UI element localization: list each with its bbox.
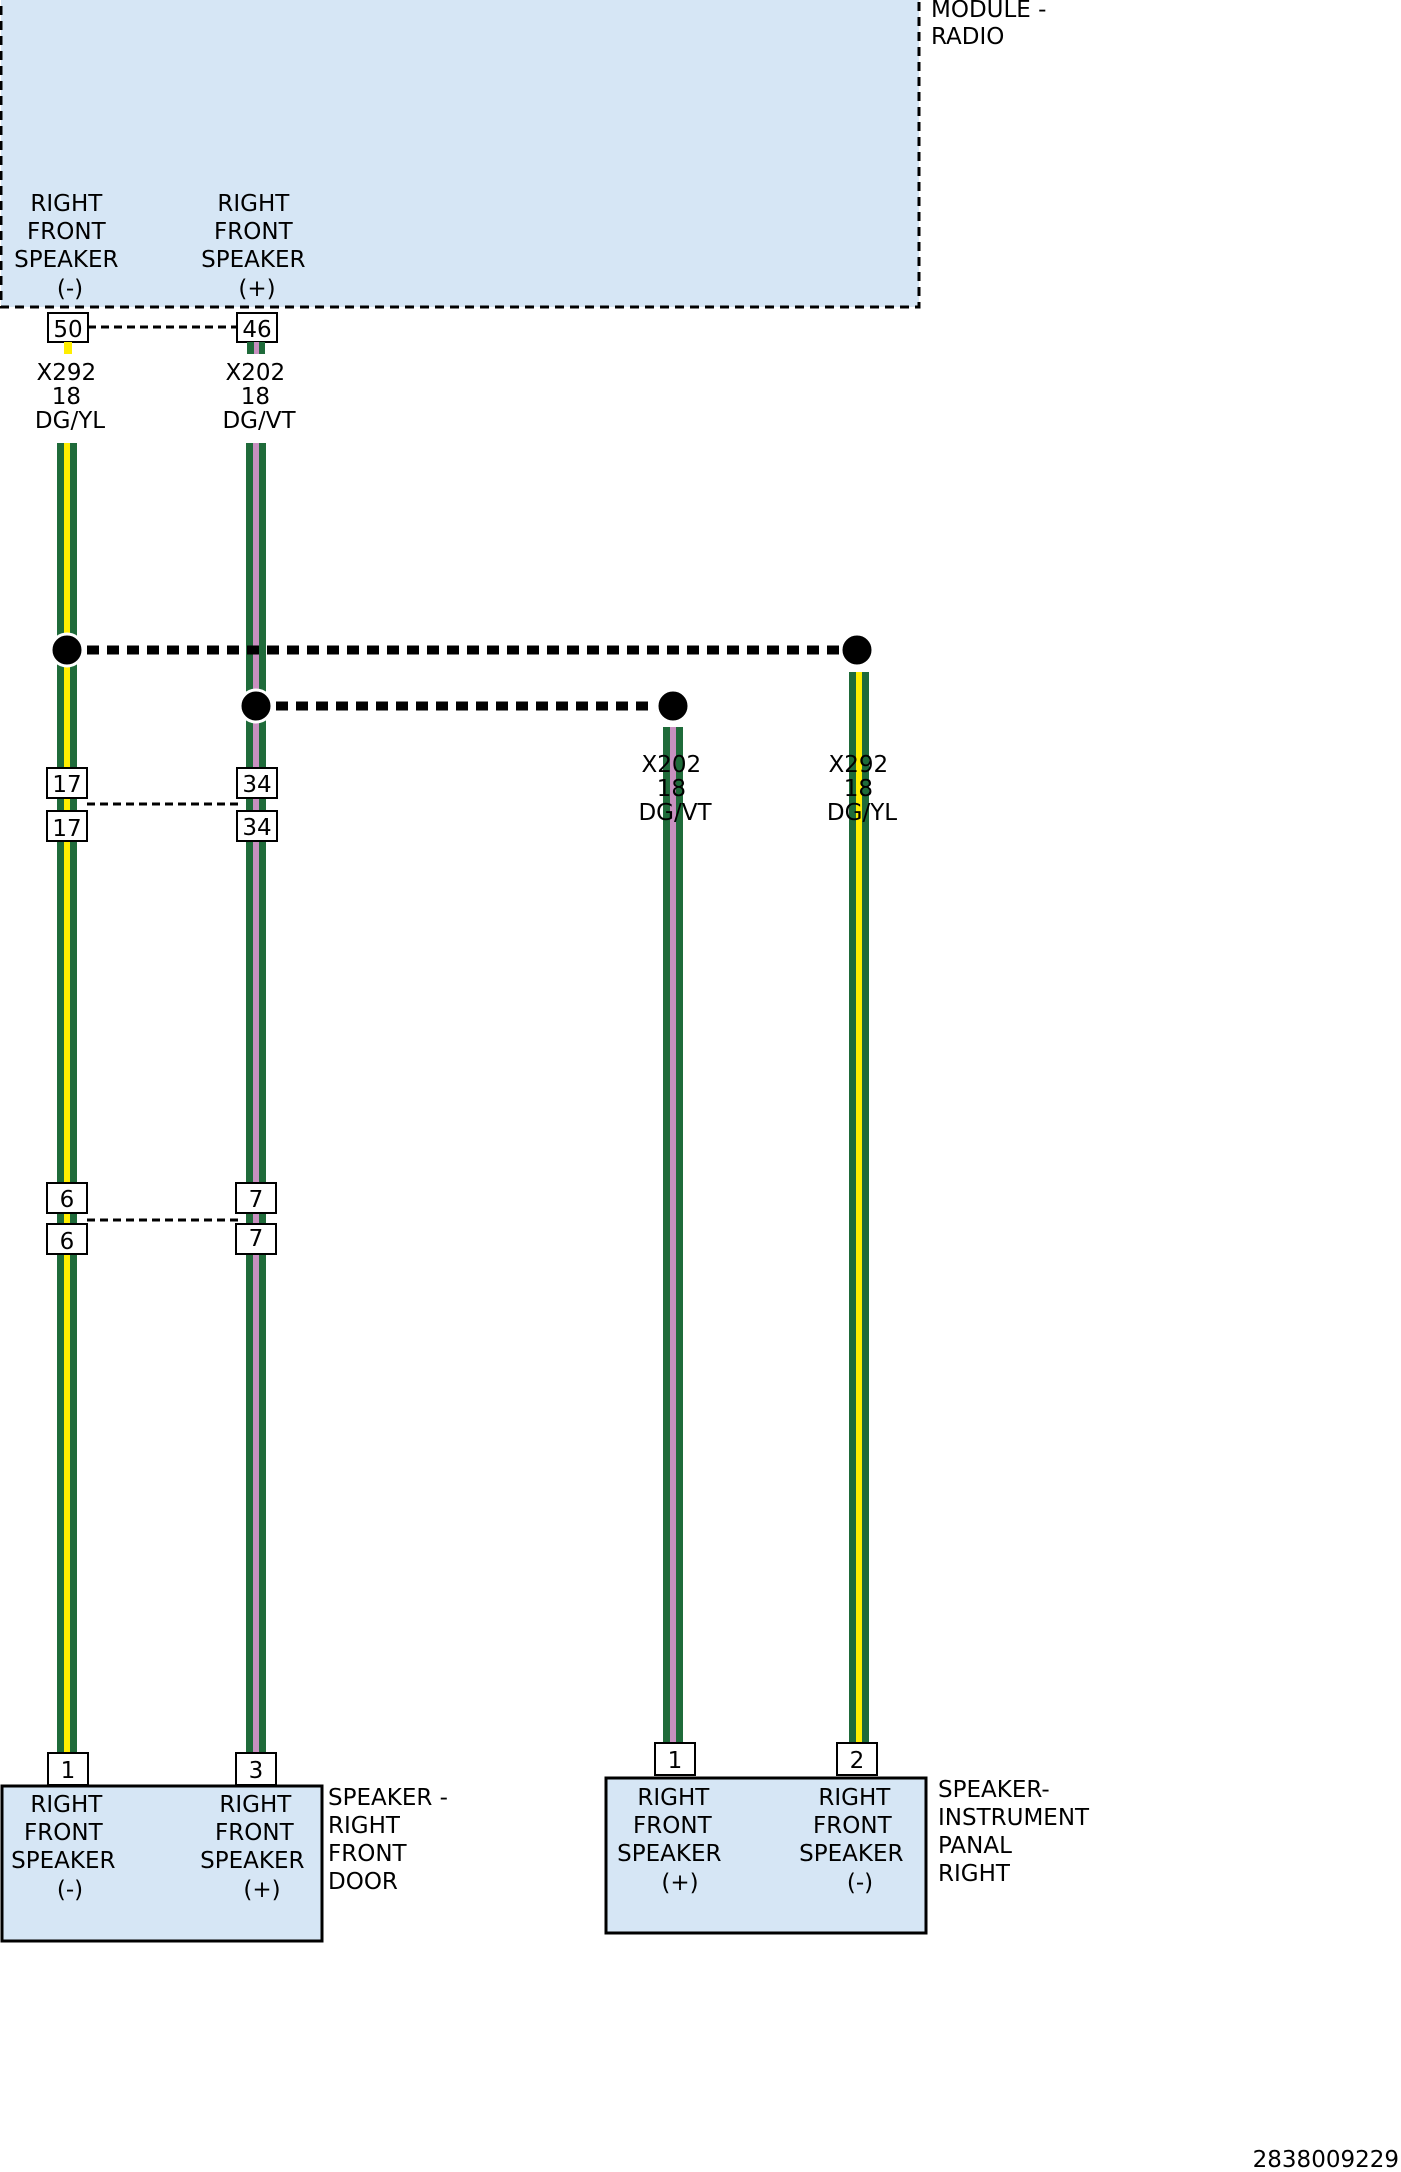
wire-label-neg-right: X292 18 DG/YL bbox=[827, 752, 897, 826]
splice-dot-neg-right bbox=[839, 632, 875, 668]
speaker-door-box bbox=[0, 1784, 324, 1943]
wire-dg-yl bbox=[57, 443, 869, 1753]
svg-text:46: 46 bbox=[242, 317, 271, 343]
svg-text:17: 17 bbox=[52, 816, 81, 842]
svg-text:50: 50 bbox=[53, 317, 82, 343]
module-pin-46: 46 bbox=[236, 312, 278, 343]
speaker-panel-pin-pos-label: RIGHT FRONT SPEAKER (+) bbox=[617, 1785, 729, 1896]
inline-connector-1: 17 17 34 34 bbox=[46, 767, 278, 842]
svg-text:6: 6 bbox=[60, 1229, 75, 1255]
module-radio-box bbox=[0, 0, 921, 309]
svg-text:1: 1 bbox=[668, 1748, 683, 1774]
svg-text:17: 17 bbox=[52, 772, 81, 798]
stub-neg bbox=[64, 342, 72, 354]
speaker-door-pin-3: 3 bbox=[235, 1752, 277, 1786]
module-pin-pos-label: RIGHT FRONT SPEAKER (+) bbox=[201, 191, 313, 302]
wire-label-pos-right: X202 18 DG/VT bbox=[638, 752, 712, 826]
svg-text:7: 7 bbox=[249, 1187, 264, 1213]
speaker-door-pin-1: 1 bbox=[47, 1752, 89, 1786]
svg-text:6: 6 bbox=[60, 1187, 75, 1213]
svg-text:7: 7 bbox=[249, 1226, 264, 1252]
wire-label-neg-top: X292 18 DG/YL bbox=[35, 360, 105, 434]
inline-connector-2: 6 6 7 7 bbox=[46, 1182, 277, 1255]
splice-dot-pos-left bbox=[238, 688, 274, 724]
drawing-number: 2838009229 bbox=[1253, 2147, 1399, 2172]
module-pin-50: 50 bbox=[47, 312, 89, 343]
speaker-door-label: SPEAKER - RIGHT FRONT DOOR bbox=[328, 1785, 455, 1895]
splice-dot-pos-right bbox=[655, 688, 691, 724]
svg-text:3: 3 bbox=[249, 1758, 264, 1784]
wire-dg-vt bbox=[246, 443, 683, 1753]
speaker-panel-label: SPEAKER- INSTRUMENT PANAL RIGHT bbox=[938, 1777, 1096, 1887]
speaker-panel-box bbox=[604, 1776, 928, 1935]
svg-text:2: 2 bbox=[850, 1748, 865, 1774]
module-radio-label: MODULE - RADIO bbox=[931, 0, 1054, 50]
svg-text:34: 34 bbox=[242, 772, 271, 798]
speaker-panel-pin-neg-label: RIGHT FRONT SPEAKER (-) bbox=[799, 1785, 911, 1896]
wire-label-pos-top: X202 18 DG/VT bbox=[222, 360, 296, 434]
svg-text:34: 34 bbox=[242, 815, 271, 841]
speaker-panel-pin-2: 2 bbox=[836, 1742, 878, 1776]
svg-text:1: 1 bbox=[61, 1758, 76, 1784]
speaker-door-pin-neg-label: RIGHT FRONT SPEAKER (-) bbox=[11, 1792, 123, 1903]
splice-dot-neg-left bbox=[49, 632, 85, 668]
module-pin-neg-label: RIGHT FRONT SPEAKER (-) bbox=[14, 191, 126, 302]
speaker-panel-pin-1: 1 bbox=[654, 1742, 696, 1776]
speaker-door-pin-pos-label: RIGHT FRONT SPEAKER (+) bbox=[200, 1792, 312, 1903]
